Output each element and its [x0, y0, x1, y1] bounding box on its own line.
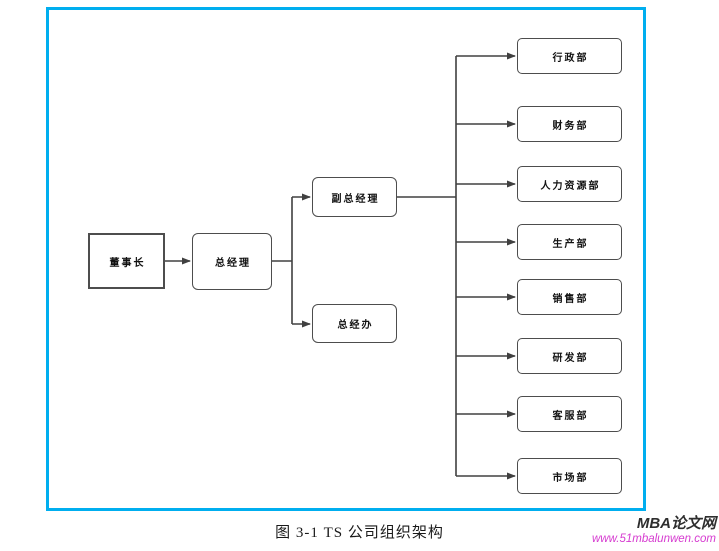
org-node-general-manager: 总经理	[192, 233, 272, 290]
org-node-dept-hr: 人力资源部	[517, 166, 622, 202]
org-node-chairman: 董事长	[88, 233, 165, 289]
org-node-dept-rnd: 研发部	[517, 338, 622, 374]
org-node-dept-finance: 财务部	[517, 106, 622, 142]
watermark-url-link[interactable]: www.51mbalunwen.com	[591, 532, 716, 545]
org-node-dept-sales: 销售部	[517, 279, 622, 315]
org-node-dept-customer-service: 客服部	[517, 396, 622, 432]
watermark-site-name: MBA论文网	[636, 515, 716, 532]
watermark: MBA论文网 www.51mbalunwen.com	[591, 515, 716, 545]
figure-caption: 图 3-1 TS 公司组织架构	[275, 525, 444, 541]
org-node-gm-office: 总经办	[312, 304, 397, 343]
org-node-dept-admin: 行政部	[517, 38, 622, 74]
org-node-dept-marketing: 市场部	[517, 458, 622, 494]
org-node-deputy-general-manager: 副总经理	[312, 177, 397, 217]
org-node-dept-production: 生产部	[517, 224, 622, 260]
